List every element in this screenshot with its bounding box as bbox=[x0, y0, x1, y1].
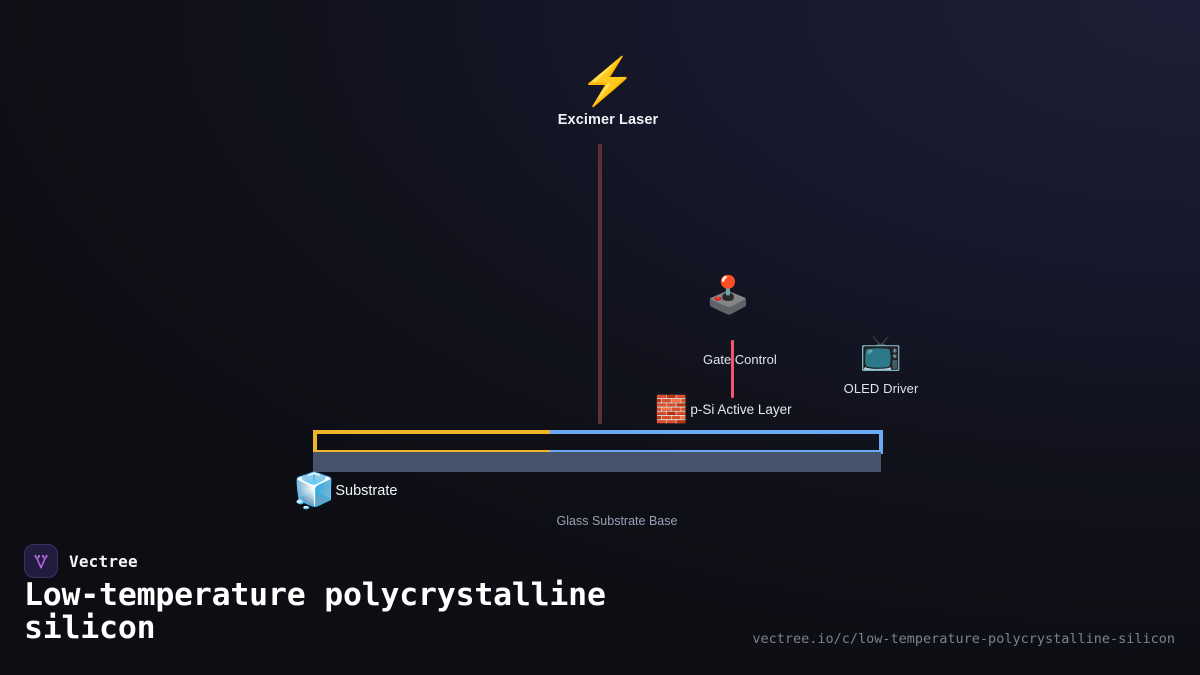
brick-wall-icon: 🧱 bbox=[655, 394, 688, 424]
node-label-substrate: Substrate bbox=[335, 483, 398, 499]
node-label-psi-active-layer: p-Si Active Layer bbox=[690, 401, 792, 417]
active-layer-outline-bar bbox=[313, 430, 883, 454]
ice-cube-icon: 🧊 bbox=[293, 472, 336, 510]
gate-control-line bbox=[731, 340, 734, 398]
node-oled-driver[interactable]: 📺 OLED Driver bbox=[844, 336, 919, 395]
diagram-canvas: ⚡ Excimer Laser 🕹️ Gate Control 🧱 p-Si A… bbox=[293, 58, 919, 528]
page-title: Low-temperature polycrystalline silicon bbox=[24, 577, 606, 647]
glass-substrate-bar bbox=[313, 452, 881, 472]
node-gate-control[interactable]: 🕹️ bbox=[706, 277, 751, 313]
vectree-logo-icon bbox=[24, 544, 58, 578]
footer: Vectree Low-temperature polycrystalline … bbox=[0, 535, 1200, 675]
node-label-gate-control: Gate Control bbox=[703, 352, 777, 367]
brand-row[interactable]: Vectree bbox=[24, 544, 138, 578]
node-excimer-laser[interactable]: ⚡ Excimer Laser bbox=[558, 58, 658, 128]
node-label-oled-driver: OLED Driver bbox=[843, 381, 919, 396]
glass-substrate-base-caption: Glass Substrate Base bbox=[556, 514, 678, 528]
laser-beam-line bbox=[598, 144, 602, 424]
high-voltage-icon: ⚡ bbox=[579, 55, 637, 107]
page-url: vectree.io/c/low-temperature-polycrystal… bbox=[752, 631, 1175, 647]
node-psi-active-layer[interactable]: 🧱 p-Si Active Layer bbox=[655, 396, 792, 422]
node-label-excimer-laser: Excimer Laser bbox=[557, 112, 659, 128]
node-substrate[interactable]: 🧊 Substrate bbox=[293, 474, 397, 508]
television-icon: 📺 bbox=[859, 334, 903, 372]
brand-name: Vectree bbox=[69, 551, 138, 571]
joystick-icon: 🕹️ bbox=[705, 274, 751, 315]
